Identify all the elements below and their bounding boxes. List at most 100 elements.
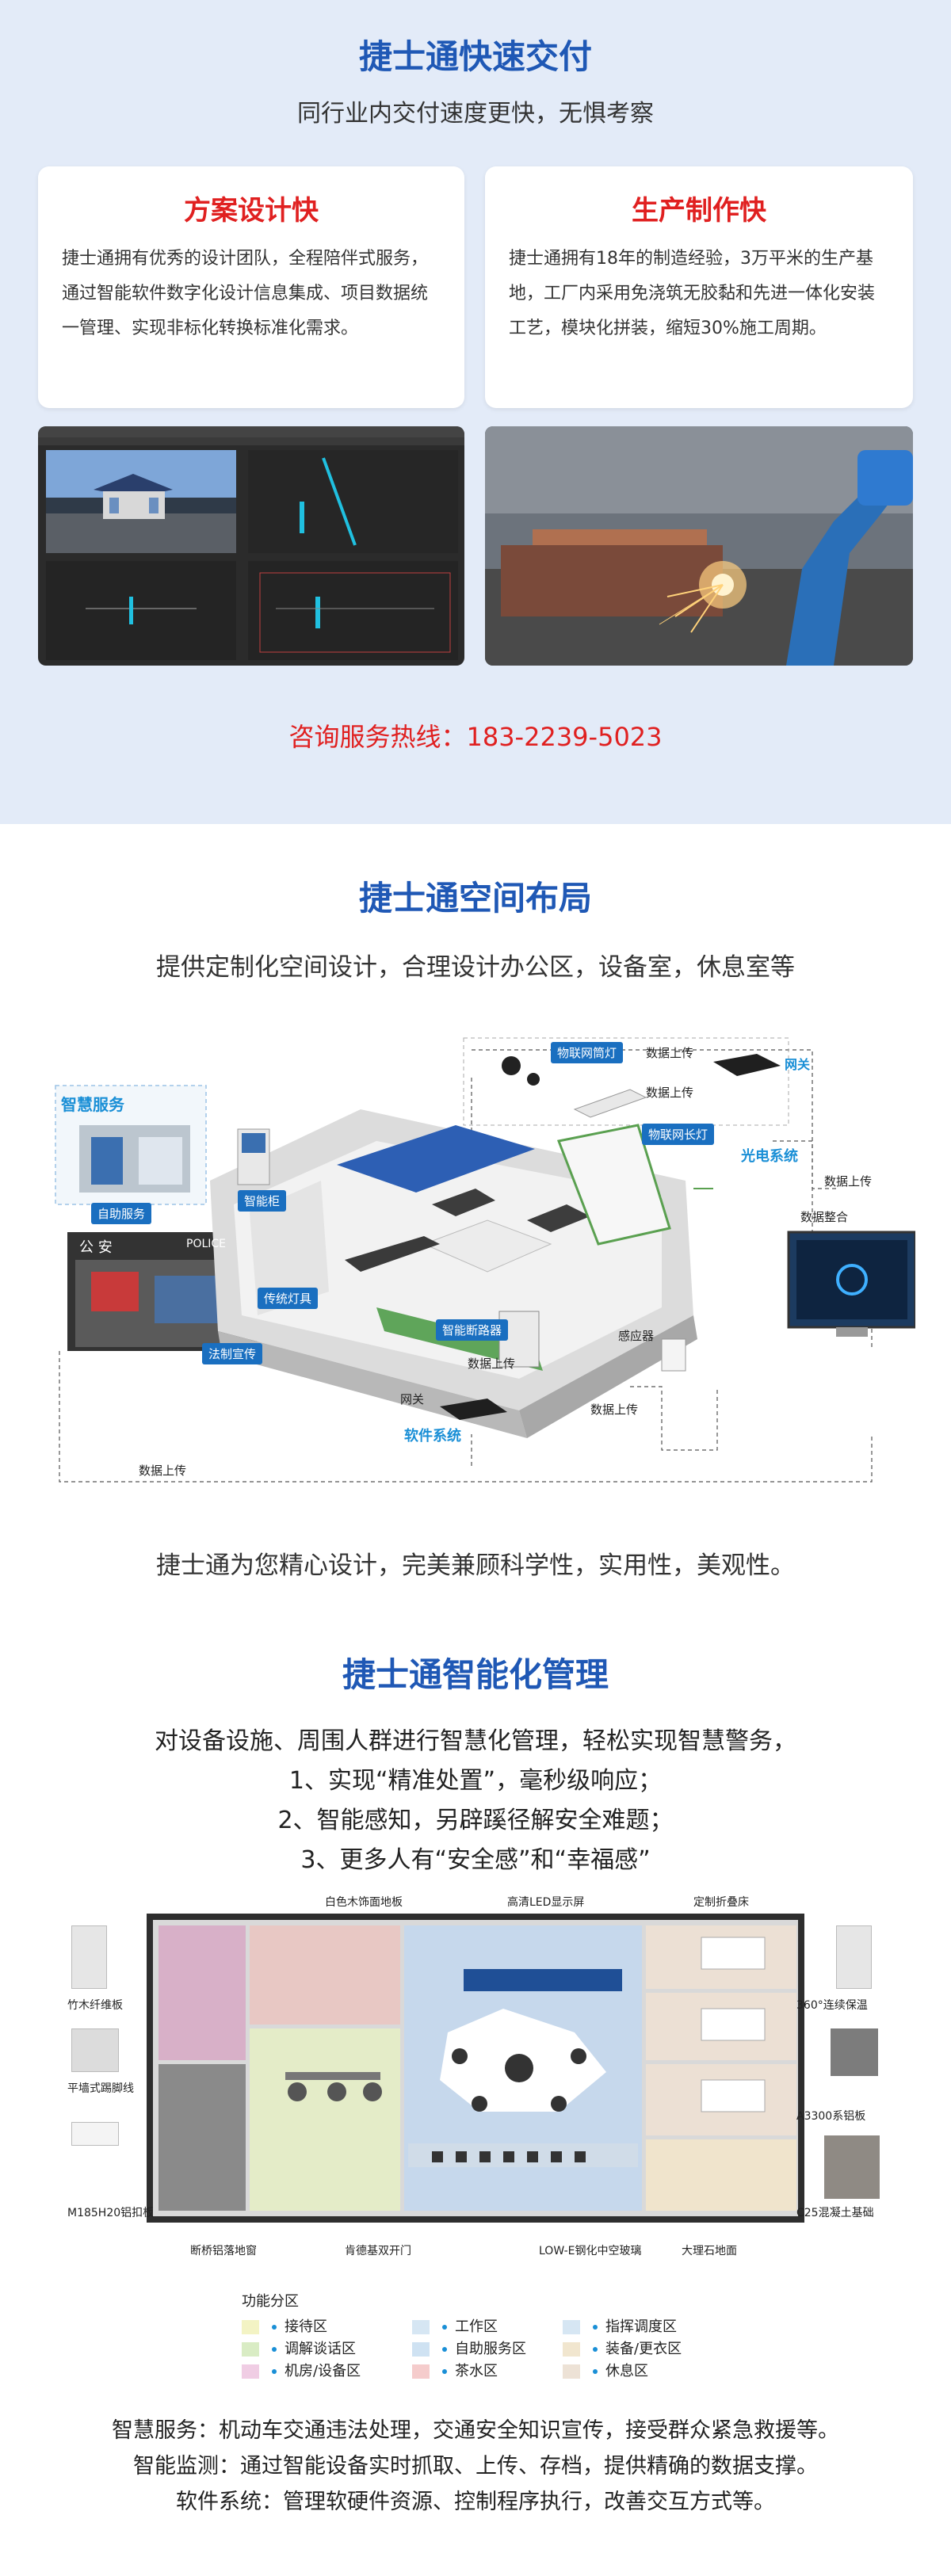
material-label: 断桥铝落地窗 — [190, 2245, 257, 2257]
card-title: 生产制作快 — [632, 195, 766, 227]
material-label: LOW-E钢化中空玻璃 — [539, 2245, 642, 2257]
legend-swatch — [242, 2320, 259, 2334]
section-title: 捷士通智能化管理 — [342, 1655, 609, 1694]
legend-swatch — [563, 2364, 580, 2379]
legend-label: 机房/设备区 — [285, 2363, 361, 2379]
section-subtitle: 提供定制化空间设计，合理设计办公区，设备室，休息室等 — [156, 953, 795, 982]
material-label: 定制折叠床 — [693, 1896, 749, 1909]
optical-system-label: 光电系统 — [741, 1148, 798, 1165]
data-upload-label: 数据上传 — [139, 1464, 187, 1478]
legend-item: 指挥调度区 — [563, 2315, 677, 2336]
legend-swatch — [412, 2364, 430, 2379]
material-label: 高清LED显示屏 — [507, 1896, 585, 1909]
iot-spot-light-label: 物联网筒灯 — [551, 1042, 624, 1063]
legend-swatch — [242, 2364, 259, 2379]
concrete-base-swatch — [824, 2135, 880, 2199]
legend-label: 休息区 — [605, 2363, 648, 2379]
legend-label: 接待区 — [285, 2318, 327, 2335]
legend-item: 机房/设备区 — [242, 2360, 361, 2380]
data-upload-label: 数据上传 — [468, 1357, 516, 1371]
hotline-text: 咨询服务热线：183-2239-5023 — [288, 722, 663, 752]
bullet-icon — [593, 2347, 598, 2352]
material-label: 白色木饰面地板 — [325, 1896, 403, 1909]
material-label: 360°连续保温 — [796, 1999, 868, 2012]
card-text: 捷士通拥有18年的制造经验，3万平米的生产基地，工厂内采用免浇筑无胶黏和先进一体… — [509, 249, 876, 338]
design-card: 方案设计快 捷士通拥有优秀的设计团队，全程陪伴式服务，通过智能软件数字化设计信息… — [38, 166, 464, 408]
section-title: 捷士通空间布局 — [358, 879, 592, 918]
material-label: C25混凝土基础 — [796, 2207, 874, 2219]
card-text: 捷士通拥有优秀的设计团队，全程陪伴式服务，通过智能软件数字化设计信息集成、项目数… — [62, 249, 429, 338]
smart-service-label: 智慧服务 — [61, 1095, 124, 1114]
legend-swatch — [412, 2342, 430, 2357]
legend-label: 茶水区 — [455, 2363, 498, 2379]
legend-item: 工作区 — [412, 2315, 498, 2336]
legend-item: 自助服务区 — [412, 2337, 526, 2358]
self-service-label: 自助服务 — [91, 1203, 152, 1224]
legend-label: 装备/更衣区 — [605, 2341, 682, 2357]
legend-label: 自助服务区 — [455, 2341, 526, 2357]
factory-production-image — [485, 426, 913, 666]
space-layout-diagram: 智慧服务 自助服务 智能柜 传统灯具 法制宣传 公 安 POLICE 物联网筒灯… — [44, 1006, 915, 1506]
bullet-icon — [442, 2347, 447, 2352]
bullet-icon — [272, 2369, 277, 2374]
data-upload-label: 数据上传 — [646, 1086, 694, 1100]
production-card: 生产制作快 捷士通拥有18年的制造经验，3万平米的生产基地，工厂内采用免浇筑无胶… — [485, 166, 913, 408]
footer-line: 软件系统：管理软硬件资源、控制程序执行，改善交互方式等。 — [176, 2490, 775, 2514]
police-en-sign: POLICE — [186, 1238, 227, 1250]
legend-item: 茶水区 — [412, 2360, 498, 2380]
law-promo-label: 法制宣传 — [202, 1343, 263, 1364]
material-label: A3300系铝板 — [796, 2110, 866, 2123]
material-label: 大理石地面 — [682, 2245, 737, 2257]
insulation-swatch — [836, 1925, 872, 1989]
card-title: 方案设计快 — [184, 195, 319, 227]
data-upload-label: 数据上传 — [824, 1174, 873, 1189]
legend-item: 休息区 — [563, 2360, 648, 2380]
legend-label: 调解谈话区 — [285, 2341, 356, 2357]
data-upload-label: 数据上传 — [590, 1402, 639, 1417]
fast-delivery-section: 捷士通快速交付 同行业内交付速度更快，无惧考察 方案设计快 捷士通拥有优秀的设计… — [0, 0, 951, 824]
legend-label: 工作区 — [455, 2318, 498, 2335]
sensor-label: 感应器 — [618, 1329, 655, 1343]
software-system-label: 软件系统 — [404, 1428, 461, 1444]
section-subtitle: 同行业内交付速度更快，无惧考察 — [297, 100, 654, 128]
iot-long-light-label: 物联网长灯 — [642, 1124, 715, 1145]
data-upload-label: 数据上传 — [646, 1046, 694, 1060]
aluminum-ceiling-swatch — [71, 2122, 119, 2146]
bullet-icon — [272, 2347, 277, 2352]
intro-line: 1、实现“精准处置”，毫秒级响应； — [288, 1767, 663, 1795]
police-sign: 公 安 — [79, 1239, 113, 1256]
footer-line: 智能监测：通过智能设备实时抓取、上传、存档，提供精确的数据支撑。 — [133, 2454, 818, 2479]
legend-swatch — [242, 2342, 259, 2357]
bamboo-board-swatch — [71, 1925, 107, 1989]
layout-caption: 捷士通为您精心设计，完美兼顾科学性，实用性，美观性。 — [156, 1551, 795, 1580]
material-label: 竹木纤维板 — [67, 1999, 123, 2012]
bullet-icon — [442, 2369, 447, 2374]
floor-plan — [147, 1914, 804, 2223]
legend-item: 装备/更衣区 — [563, 2337, 682, 2358]
intro-line: 3、更多人有“安全感”和“幸福感” — [300, 1846, 651, 1874]
gateway-label: 网关 — [400, 1392, 425, 1406]
material-label: 平墙式踢脚线 — [67, 2082, 134, 2095]
skirting-line-swatch — [71, 2028, 119, 2072]
bullet-icon — [593, 2369, 598, 2374]
bullet-icon — [593, 2325, 598, 2330]
legend-swatch — [563, 2342, 580, 2357]
material-label: M185H20铝扣板 — [67, 2207, 155, 2219]
data-integration-label: 数据整合 — [800, 1210, 849, 1224]
design-software-image — [38, 426, 464, 666]
legend-label: 指挥调度区 — [605, 2318, 677, 2335]
legend-swatch — [563, 2320, 580, 2334]
legend-item: 调解谈话区 — [242, 2337, 356, 2358]
legend-title: 功能分区 — [242, 2293, 299, 2310]
traditional-light-label: 传统灯具 — [258, 1288, 319, 1309]
bullet-icon — [272, 2325, 277, 2330]
smart-cabinet-label: 智能柜 — [238, 1190, 287, 1212]
material-label: 肯德基双开门 — [345, 2245, 411, 2257]
footer-line: 智慧服务：机动车交通违法处理，交通安全知识宣传，接受群众紧急救援等。 — [112, 2418, 839, 2443]
section-title: 捷士通快速交付 — [358, 37, 592, 76]
intro-line: 对设备设施、周围人群进行智慧化管理，轻松实现智慧警务， — [155, 1727, 796, 1755]
aluminum-panel-swatch — [831, 2028, 878, 2076]
smart-breaker-label: 智能断路器 — [436, 1319, 509, 1341]
legend-item: 接待区 — [242, 2315, 327, 2336]
